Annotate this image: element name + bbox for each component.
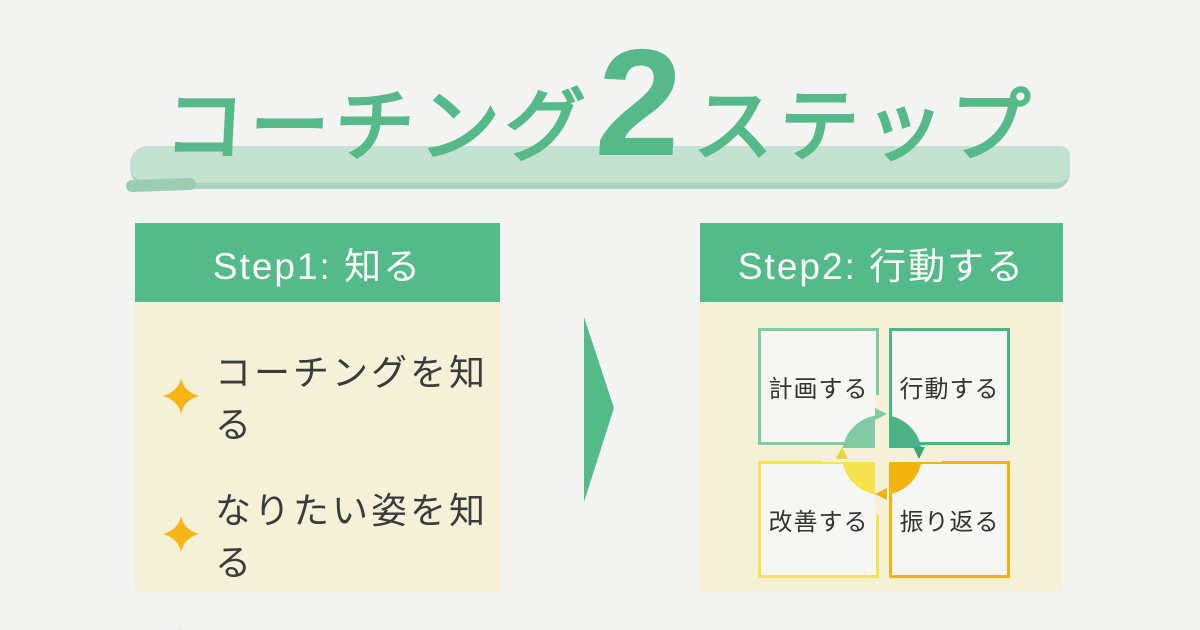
pdca-box-label: 計画する — [768, 376, 869, 403]
step2-body: 計画する 行動する 改善する 振り返る — [700, 302, 1063, 591]
step1-item-list: コーチングを知る なりたい姿を知る 今の自分を知る — [135, 302, 500, 630]
step2-header: Step2: 行動する — [700, 223, 1063, 302]
list-item: コーチングを知る — [163, 344, 500, 448]
pdca-box-label: 行動する — [899, 376, 1000, 403]
pdca-box-label: 改善する — [768, 509, 869, 536]
step2-card: Step2: 行動する 計画する 行動する 改善する 振り返る — [700, 223, 1063, 591]
list-item: 今の自分を知る — [163, 620, 500, 630]
right-arrow-icon — [584, 317, 614, 502]
step1-header: Step1: 知る — [135, 223, 500, 302]
title-highlight-band — [130, 146, 1070, 189]
title-prefix: コーチング — [162, 81, 592, 171]
pdca-box-do: 行動する — [889, 328, 1010, 445]
step1-card: Step1: 知る コーチングを知る なりたい姿を知る — [135, 223, 500, 630]
title-number: 2 — [592, 18, 686, 189]
list-item-label: コーチングを知る — [215, 352, 489, 445]
sparkle-icon — [163, 378, 199, 414]
list-item-label: なりたい姿を知る — [215, 490, 489, 583]
pdca-box-label: 振り返る — [899, 509, 1000, 536]
pdca-cycle-quadrant-icon — [822, 395, 942, 515]
title-suffix: ステップ — [691, 81, 1037, 171]
list-item: なりたい姿を知る — [163, 482, 500, 586]
pdca-box-plan: 計画する — [758, 328, 879, 445]
page-title: コーチング 2 ステップ — [0, 18, 1200, 188]
step1-body: コーチングを知る なりたい姿を知る 今の自分を知る — [135, 302, 500, 630]
list-item-label: 今の自分を知る — [215, 620, 488, 630]
sparkle-icon — [163, 516, 199, 552]
